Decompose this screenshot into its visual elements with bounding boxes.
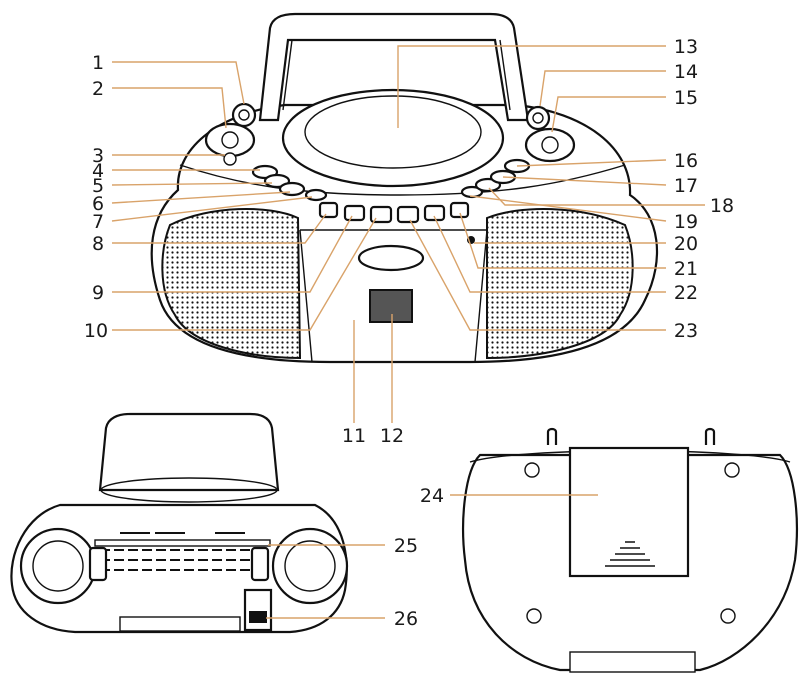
foot-bottom-left: [526, 608, 542, 624]
rear-right-post: [250, 546, 270, 582]
cd-lid: [281, 88, 505, 188]
label-9: 9: [92, 282, 104, 304]
left-indicator: [223, 152, 237, 166]
cassette-keys: [318, 201, 470, 224]
rear-bottom-slot: [119, 616, 241, 632]
rear-vents: [100, 532, 260, 571]
label-26: 26: [394, 608, 418, 630]
label-23: 23: [674, 320, 698, 342]
label-20: 20: [674, 233, 698, 255]
label-22: 22: [674, 282, 698, 304]
label-11: 11: [342, 425, 366, 447]
rear-left-speaker: [19, 527, 97, 605]
label-16: 16: [674, 150, 698, 172]
label-2: 2: [92, 78, 104, 100]
left-large-knob: [204, 122, 256, 158]
label-4: 4: [92, 160, 104, 182]
right-small-knob: [525, 105, 551, 131]
display-square: [369, 289, 413, 323]
bottom-view: [462, 427, 798, 673]
power-socket-housing: [243, 588, 273, 632]
rear-handle: [98, 412, 280, 492]
label-12: 12: [380, 425, 404, 447]
battery-cover-arrow: [605, 541, 655, 567]
label-10: 10: [84, 320, 108, 342]
left-small-knob: [231, 102, 257, 128]
rear-right-speaker: [271, 527, 349, 605]
label-21: 21: [674, 258, 698, 280]
cd-lid-inner: [304, 95, 482, 169]
front-view: [150, 12, 659, 364]
right-large-knob: [524, 127, 576, 163]
label-3: 3: [92, 145, 104, 167]
foot-bottom-right: [720, 608, 736, 624]
label-5: 5: [92, 175, 104, 197]
bottom-slot: [569, 651, 696, 673]
label-18: 18: [710, 195, 734, 217]
label-14: 14: [674, 61, 698, 83]
bottom-hooks: [546, 427, 716, 445]
rear-antenna-bar: [94, 539, 271, 547]
label-6: 6: [92, 193, 104, 215]
label-13: 13: [674, 36, 698, 58]
label-1: 1: [92, 52, 104, 74]
display-oval: [357, 244, 425, 272]
label-24: 24: [420, 485, 444, 507]
foot-top-left: [524, 462, 540, 478]
right-speaker-grill: [486, 207, 634, 360]
power-socket: [249, 611, 267, 623]
center-panel: [299, 229, 488, 363]
label-17: 17: [674, 175, 698, 197]
rear-left-post: [88, 546, 108, 582]
handle-inner-line: [282, 39, 511, 111]
label-19: 19: [674, 211, 698, 233]
label-25: 25: [394, 535, 418, 557]
left-speaker-grill: [161, 208, 302, 360]
label-15: 15: [674, 87, 698, 109]
callout-labels: 1 2 3 4 5 6 7 8 9 10 11 12 13 14 15 16 1…: [84, 36, 734, 630]
carry-handle: [258, 12, 530, 122]
foot-top-right: [724, 462, 740, 478]
battery-cover: [568, 446, 690, 578]
leader-lines: [111, 45, 705, 619]
label-7: 7: [92, 211, 104, 233]
rear-view: [10, 412, 349, 634]
label-8: 8: [92, 233, 104, 255]
